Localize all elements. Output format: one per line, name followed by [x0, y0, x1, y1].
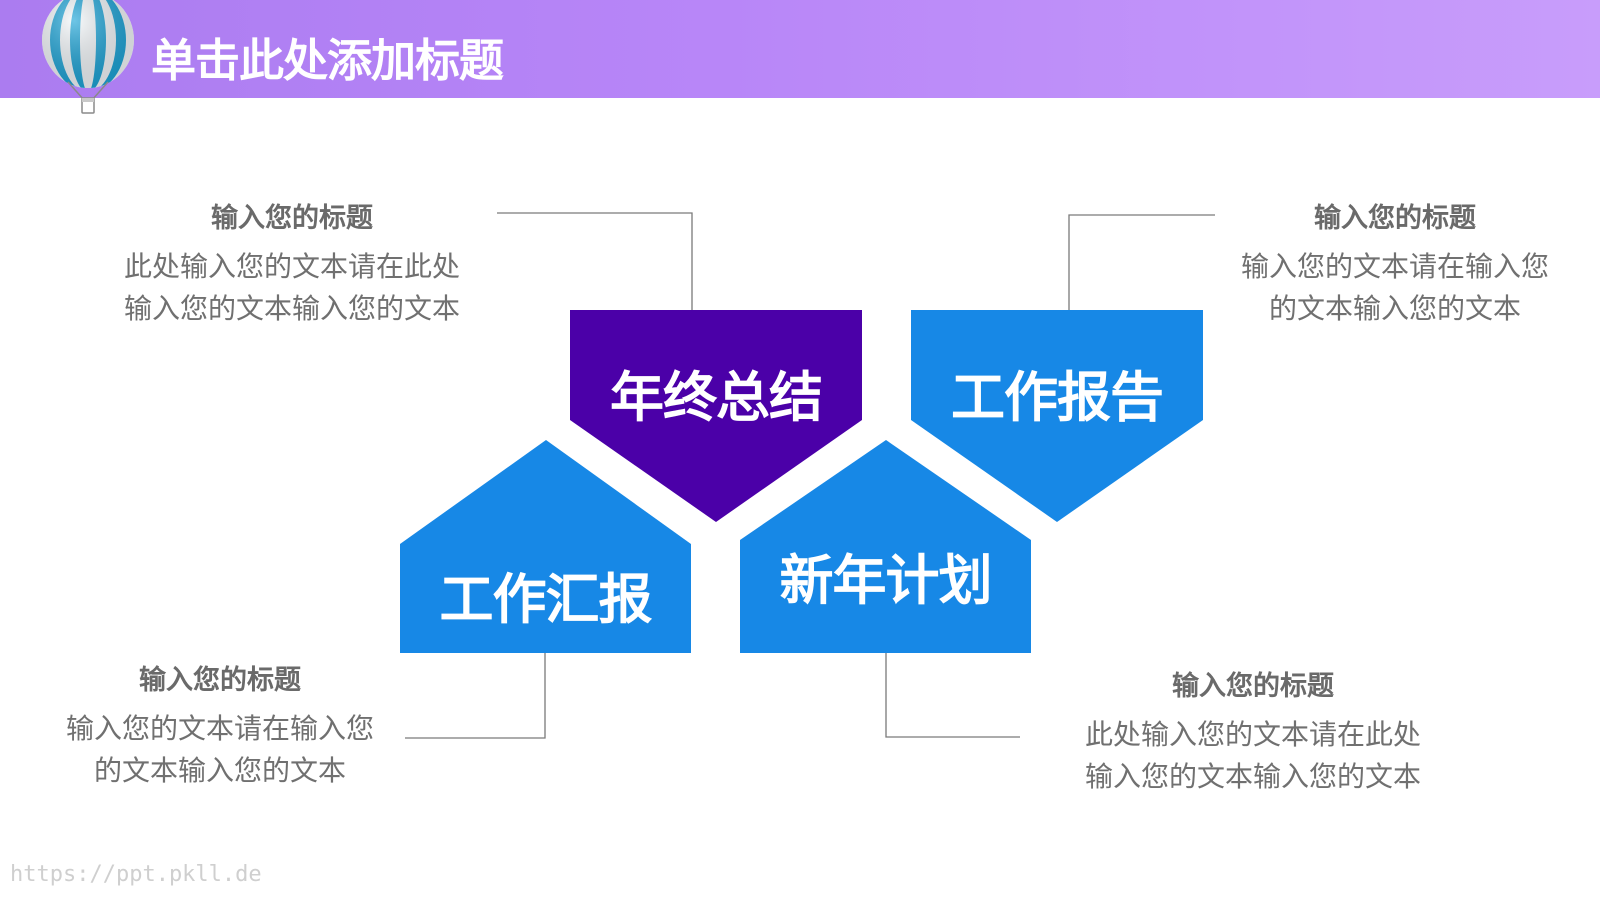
hot-air-balloon-icon: [42, 0, 134, 114]
shape-work-summary[interactable]: [400, 440, 691, 653]
info-title-top-left[interactable]: 输入您的标题: [211, 203, 373, 234]
info-line: 输入您的文本输入您的文本: [123, 292, 460, 325]
watermark-url: https://ppt.pkll.de: [10, 862, 262, 887]
shape-work-report[interactable]: [911, 310, 1203, 522]
info-line: 此处输入您的文本请在此处: [1084, 718, 1421, 751]
info-line: 此处输入您的文本请在此处: [123, 250, 460, 283]
page-title[interactable]: 单击此处添加标题: [151, 34, 504, 87]
info-body-top-right[interactable]: 输入您的文本请在输入您 的文本输入您的文本: [1220, 246, 1570, 330]
shape-label-year-end-summary: 年终总结: [610, 366, 823, 429]
info-body-top-left[interactable]: 此处输入您的文本请在此处 输入您的文本输入您的文本: [112, 246, 472, 330]
info-line: 输入您的文本请在输入您: [65, 712, 374, 745]
info-line: 输入您的文本请在输入您: [1240, 250, 1549, 283]
shape-label-work-report: 工作报告: [951, 366, 1164, 429]
connector-line-2: [1068, 214, 1215, 310]
shape-label-new-year-plan: 新年计划: [779, 549, 993, 612]
connector-line-3: [405, 653, 546, 739]
info-title-bottom-right[interactable]: 输入您的标题: [1172, 671, 1334, 702]
header-bar: [0, 0, 1600, 98]
info-line: 输入您的文本输入您的文本: [1084, 760, 1421, 793]
info-line: 的文本输入您的文本: [1268, 292, 1521, 325]
shape-year-end-summary[interactable]: [570, 310, 862, 522]
info-body-bottom-left[interactable]: 输入您的文本请在输入您 的文本输入您的文本: [45, 708, 395, 792]
connector-line-1: [497, 212, 693, 310]
info-body-bottom-right[interactable]: 此处输入您的文本请在此处 输入您的文本输入您的文本: [1073, 714, 1433, 798]
info-title-bottom-left[interactable]: 输入您的标题: [139, 665, 301, 696]
info-line: 的文本输入您的文本: [93, 754, 346, 787]
info-title-top-right[interactable]: 输入您的标题: [1314, 203, 1476, 234]
shape-new-year-plan[interactable]: [740, 440, 1031, 653]
shape-label-work-summary: 工作汇报: [439, 568, 653, 631]
connector-line-4: [885, 653, 1020, 738]
